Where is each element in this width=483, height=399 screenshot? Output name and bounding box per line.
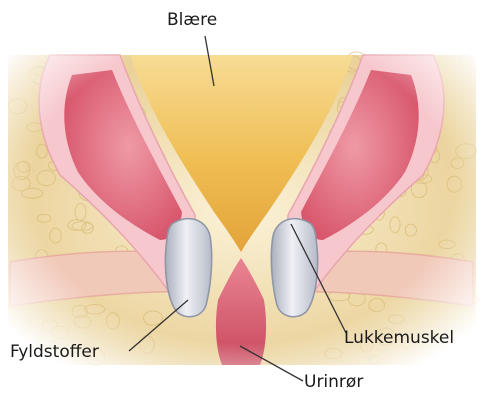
- label-sphincter: Lukkemuskel: [344, 330, 454, 347]
- label-urethra: Urinrør: [304, 374, 363, 391]
- label-bladder: Blære: [167, 12, 217, 29]
- label-filler: Fyldstoffer: [10, 344, 99, 361]
